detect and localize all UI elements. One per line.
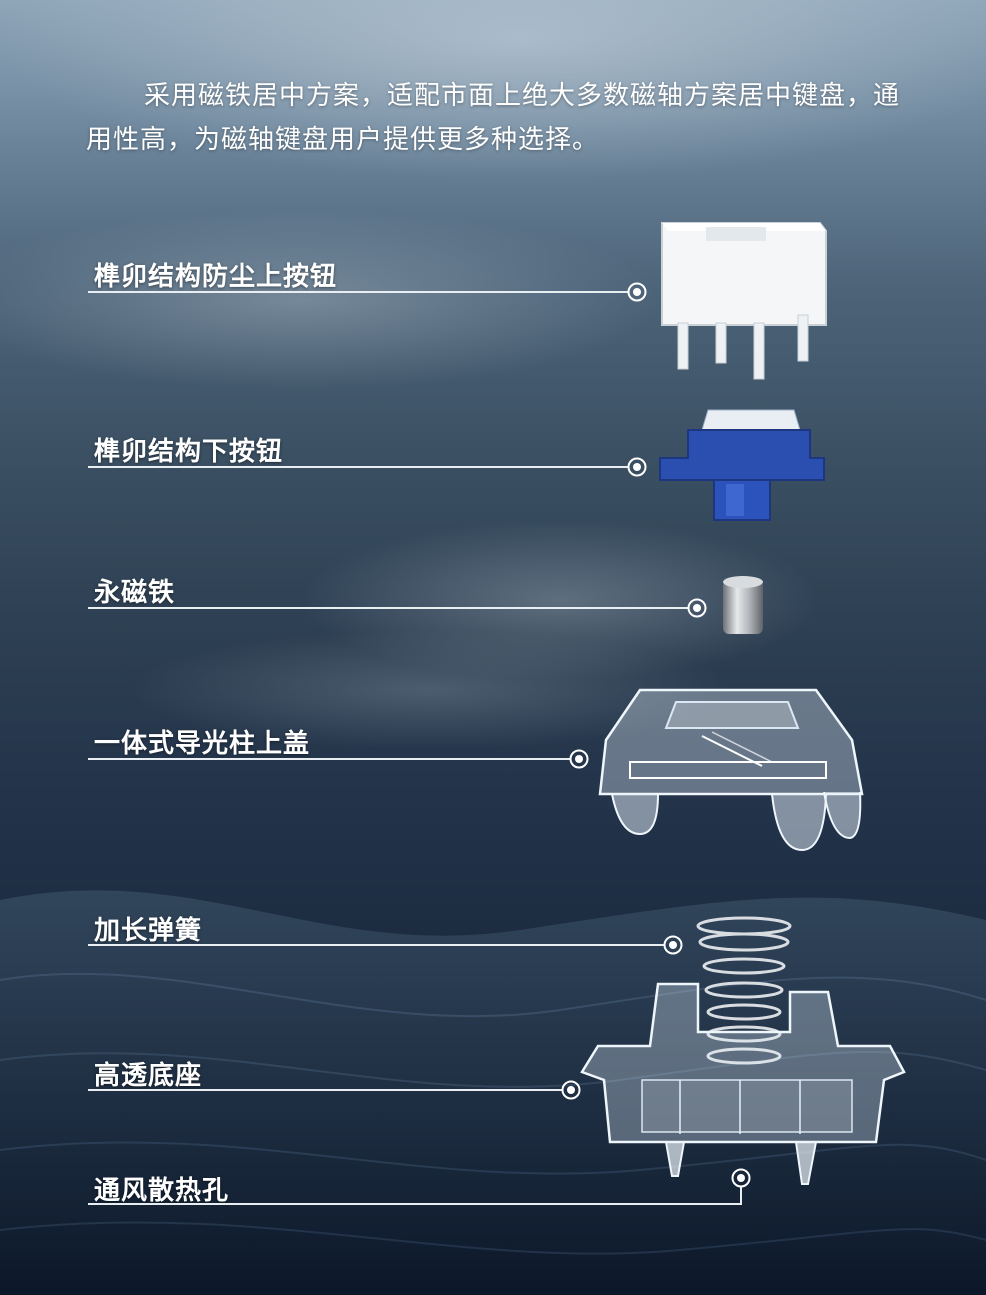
label-base: 高透底座 (94, 1061, 203, 1091)
label-top-housing: 一体式导光柱上盖 (94, 729, 311, 759)
target-dot-icon (731, 1168, 751, 1188)
label-spring: 加长弹簧 (94, 916, 203, 946)
spring-and-base-illustration (580, 916, 906, 1185)
intro-paragraph: 采用磁铁居中方案，适配市面上绝大多数磁轴方案居中键盘，通用性高，为磁轴键盘用户提… (86, 81, 901, 155)
magnet-illustration (723, 576, 763, 634)
label-top-button: 榫卯结构防尘上按钮 (94, 262, 338, 292)
target-dot-icon (687, 598, 707, 618)
leader-line-top-button (88, 291, 628, 293)
leader-line-vent (88, 1203, 742, 1205)
clear-top-housing-illustration (598, 688, 864, 852)
label-bottom-button: 榫卯结构下按钮 (94, 437, 284, 467)
target-dot-icon (569, 749, 589, 769)
spring-coils (696, 916, 792, 1065)
label-vent: 通风散热孔 (94, 1176, 230, 1206)
target-dot-icon (627, 457, 647, 477)
leader-line-bottom-button (88, 466, 628, 468)
leader-line-magnet (88, 607, 688, 609)
leader-line-top-housing (88, 758, 570, 760)
white-stem-top-illustration (661, 222, 827, 380)
leader-line-vent-vertical (740, 1186, 742, 1205)
target-dot-icon (663, 935, 683, 955)
label-magnet: 永磁铁 (94, 578, 176, 608)
blue-stem-bottom-illustration (659, 409, 825, 521)
target-dot-icon (561, 1080, 581, 1100)
leader-line-base (88, 1089, 562, 1091)
target-dot-icon (627, 282, 647, 302)
leader-line-spring (88, 944, 664, 946)
